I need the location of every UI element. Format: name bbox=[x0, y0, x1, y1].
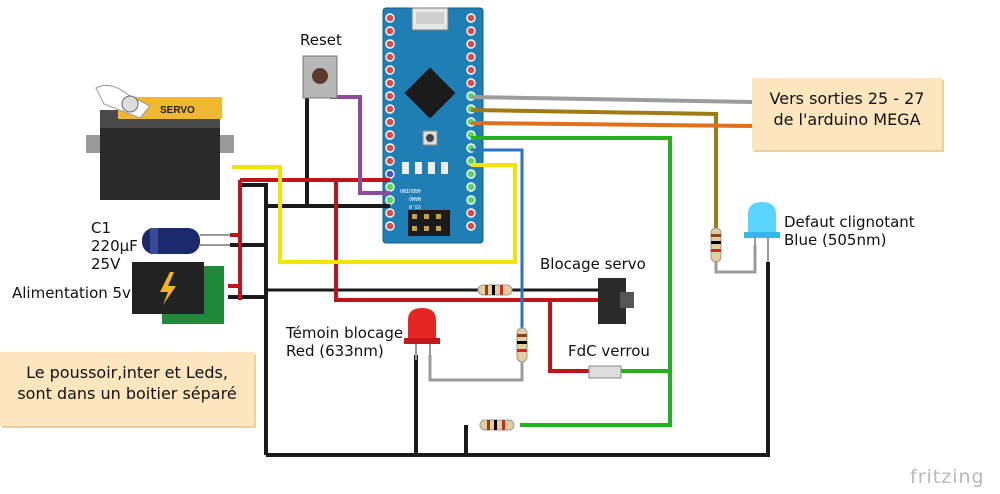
led-blue bbox=[744, 202, 780, 262]
wire-red-fdc bbox=[548, 300, 590, 373]
wire-orange bbox=[470, 121, 753, 128]
wire-gray bbox=[470, 95, 753, 104]
fdc-label: FdC verrou bbox=[568, 342, 650, 360]
wire-black-servo-ground bbox=[240, 183, 268, 455]
note-vers-sorties: Vers sorties 25 - 27 de l'arduino MEGA bbox=[752, 78, 942, 150]
arduino-text-1: ARDUINO bbox=[400, 187, 421, 193]
led-red bbox=[404, 308, 440, 360]
arduino-text-2: NANO bbox=[409, 195, 421, 201]
temoin-label-2: Red (633nm) bbox=[286, 342, 384, 360]
note-poussoir: Le poussoir,inter et Leds, sont dans un … bbox=[0, 352, 254, 426]
wire-olive bbox=[470, 108, 718, 230]
servo-text: SERVO bbox=[160, 105, 195, 116]
arduino-left-pins bbox=[385, 13, 395, 231]
wire-red-to-switch bbox=[334, 180, 600, 302]
wire-purple-reset bbox=[330, 95, 390, 195]
capacitor-label-1: C1 bbox=[91, 219, 112, 237]
defaut-label-1: Defaut clignotant bbox=[784, 213, 915, 231]
servo: SERVO bbox=[86, 84, 234, 200]
note-vers-sorties-line-2: de l'arduino MEGA bbox=[773, 110, 921, 129]
reset-button bbox=[302, 55, 338, 99]
arduino-text-3: V3.0 bbox=[409, 203, 421, 209]
resistor-2 bbox=[516, 327, 528, 363]
arduino-nano-board: ARDUINO NANO V3.0 bbox=[382, 7, 484, 244]
capacitor-label-2: 220µF bbox=[91, 237, 138, 255]
resistor-1 bbox=[477, 284, 513, 296]
wire-gray-led-blue bbox=[714, 245, 757, 274]
resistor-3 bbox=[479, 419, 515, 431]
wires bbox=[228, 95, 770, 457]
note-vers-sorties-line-1: Vers sorties 25 - 27 bbox=[769, 89, 925, 108]
reset-label: Reset bbox=[300, 31, 342, 49]
note-poussoir-line-2: sont dans un boitier séparé bbox=[17, 384, 237, 403]
defaut-label-2: Blue (505nm) bbox=[784, 231, 887, 249]
wire-black-bottom-bus bbox=[266, 262, 770, 457]
power-jack bbox=[132, 262, 224, 324]
capacitor-label-3: 25V bbox=[91, 255, 121, 273]
capacitor bbox=[142, 228, 230, 254]
power-label: Alimentation 5v bbox=[12, 284, 131, 302]
wire-blue bbox=[471, 148, 524, 290]
wire-yellow-servo bbox=[232, 163, 517, 264]
slide-switch bbox=[598, 278, 634, 324]
fritzing-logo: fritzing bbox=[910, 466, 985, 488]
resistor-4 bbox=[710, 227, 722, 263]
temoin-label-1: Témoin blocage bbox=[286, 324, 404, 342]
limit-switch bbox=[588, 365, 622, 379]
blocage-servo-label: Blocage servo bbox=[540, 255, 646, 273]
wire-gray-led-red bbox=[428, 355, 524, 382]
note-poussoir-line-1: Le poussoir,inter et Leds, bbox=[26, 363, 228, 382]
wire-green bbox=[471, 136, 672, 427]
